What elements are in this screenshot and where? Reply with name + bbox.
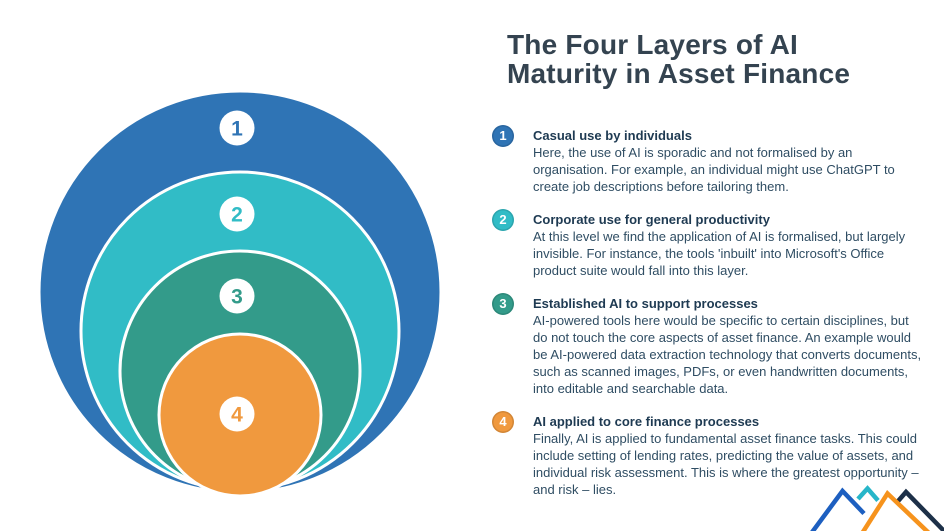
item-heading-4: AI applied to core finance processes bbox=[533, 414, 760, 429]
layer-badge-circle-3 bbox=[219, 278, 255, 314]
item-heading-2: Corporate use for general productivity bbox=[533, 212, 770, 227]
item-number-badge-3: 3 bbox=[492, 293, 514, 315]
item-text-4: AI applied to core finance processes Fin… bbox=[533, 411, 922, 498]
list-item-3: 3 Established AI to support processes AI… bbox=[492, 293, 922, 397]
item-text-1: Casual use by individuals Here, the use … bbox=[533, 125, 922, 195]
cyan-peak-icon bbox=[856, 485, 880, 502]
item-number-badge-1: 1 bbox=[492, 125, 514, 147]
item-text-2: Corporate use for general productivity A… bbox=[533, 209, 922, 279]
item-body-2: At this level we find the application of… bbox=[533, 229, 906, 278]
mountain-peaks-logo bbox=[809, 478, 944, 531]
item-heading-3: Established AI to support processes bbox=[533, 296, 758, 311]
list-item-1: 1 Casual use by individuals Here, the us… bbox=[492, 125, 922, 195]
blue-peak-icon bbox=[810, 487, 866, 531]
item-text-3: Established AI to support processes AI-p… bbox=[533, 293, 922, 397]
orange-peak-icon bbox=[860, 489, 931, 531]
item-body-1: Here, the use of AI is sporadic and not … bbox=[533, 145, 895, 194]
layers-svg: 1 2 3 4 bbox=[37, 89, 443, 498]
item-number-badge-2: 2 bbox=[492, 209, 514, 231]
list-item-4: 4 AI applied to core finance processes F… bbox=[492, 411, 922, 498]
layer-badge-circle-4 bbox=[219, 396, 255, 432]
list-item-2: 2 Corporate use for general productivity… bbox=[492, 209, 922, 279]
content-panel: The Four Layers of AI Maturity in Asset … bbox=[492, 0, 922, 512]
layer-badge-number-4: 4 bbox=[231, 404, 243, 427]
item-body-4: Finally, AI is applied to fundamental as… bbox=[533, 431, 919, 497]
navy-peak-icon bbox=[894, 488, 944, 531]
layer-badge-circle-1 bbox=[219, 110, 255, 146]
layer-badge-number-2: 2 bbox=[231, 204, 243, 227]
layer-badge-number-3: 3 bbox=[231, 286, 243, 309]
layer-badge-number-1: 1 bbox=[231, 118, 243, 141]
item-number-badge-4: 4 bbox=[492, 411, 514, 433]
page-title: The Four Layers of AI Maturity in Asset … bbox=[507, 29, 851, 89]
item-body-3: AI-powered tools here would be specific … bbox=[533, 313, 922, 396]
mountain-peaks-icon bbox=[810, 485, 944, 531]
maturity-layer-list: 1 Casual use by individuals Here, the us… bbox=[492, 125, 922, 498]
item-heading-1: Casual use by individuals bbox=[533, 128, 692, 143]
nested-circles-diagram: 1 2 3 4 bbox=[37, 89, 443, 498]
layer-badge-circle-2 bbox=[219, 196, 255, 232]
